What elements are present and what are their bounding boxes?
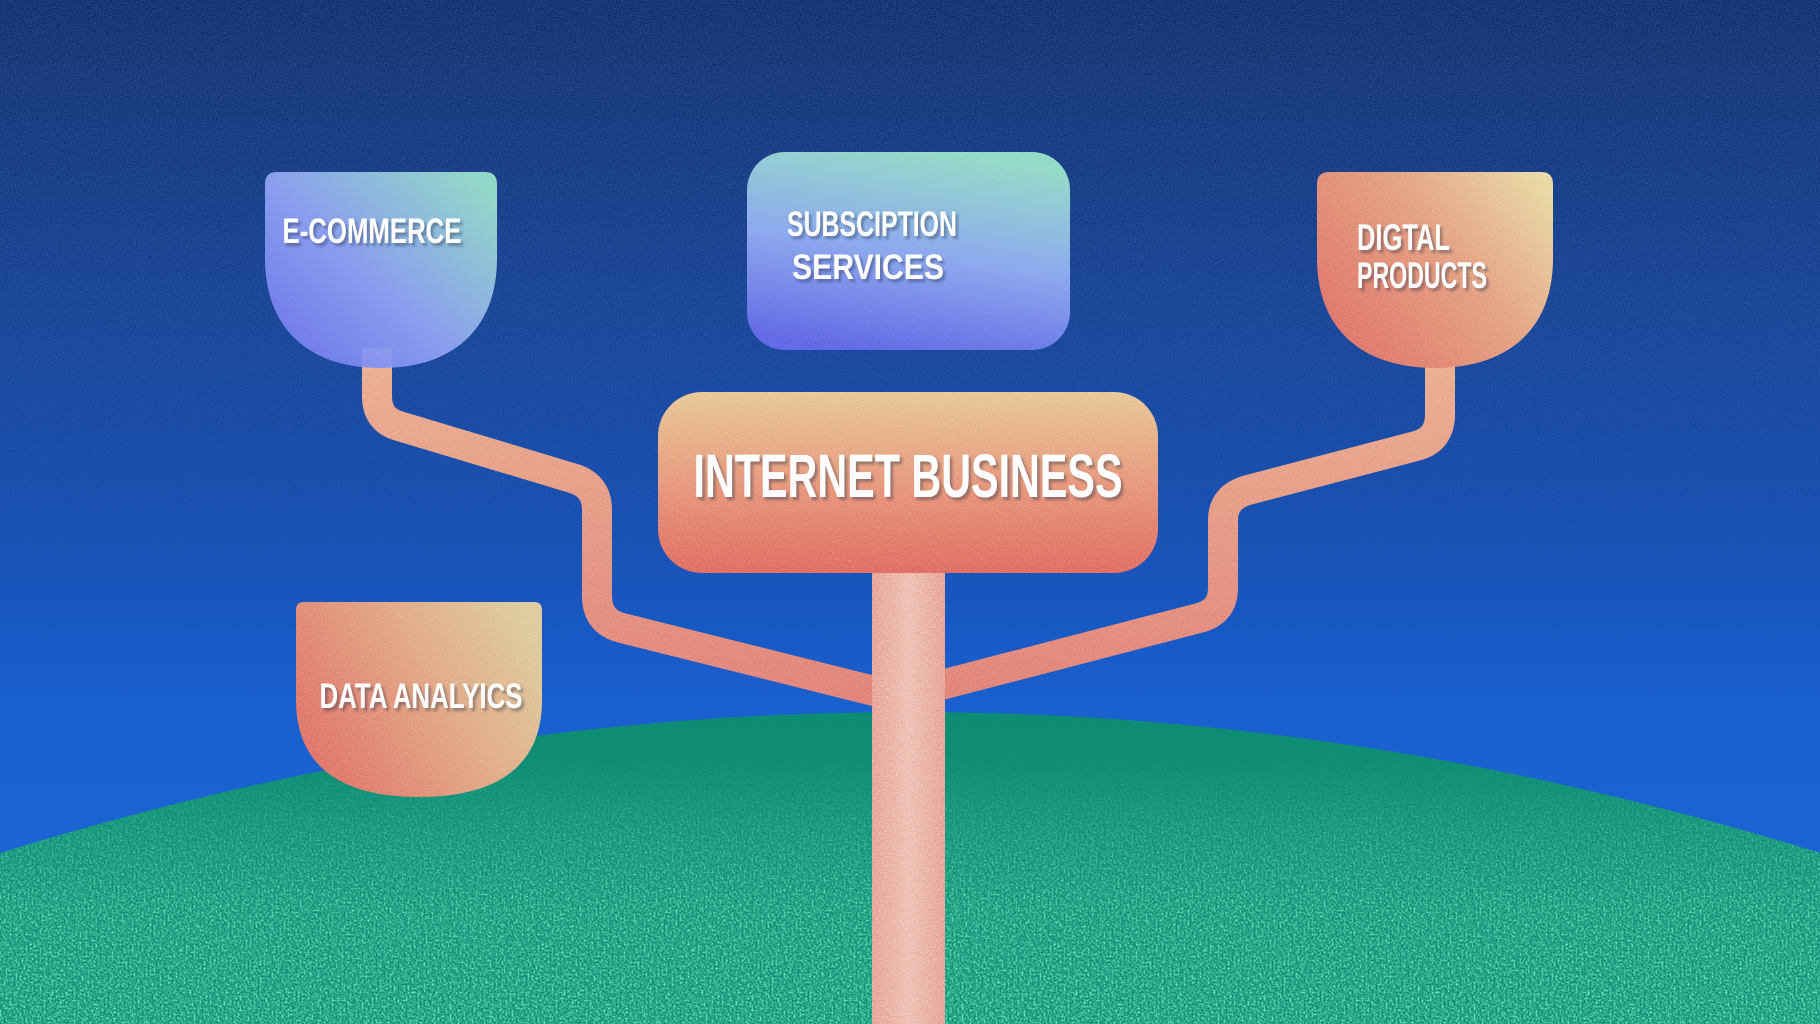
- subscription-services-label-line2: SERVICES: [792, 248, 944, 287]
- data-analytics-label: DATA ANALYICS: [320, 677, 523, 716]
- internet-business-label: INTERNET BUSINESS: [694, 442, 1123, 510]
- subscription-services-label-line1: SUBSCIPTION: [787, 205, 957, 244]
- digital-products-label-line2: PRODUCTS: [1357, 255, 1487, 296]
- digital-products-label-line1: DIGTAL: [1357, 217, 1450, 258]
- e-commerce-label: E-COMMERCE: [283, 212, 462, 251]
